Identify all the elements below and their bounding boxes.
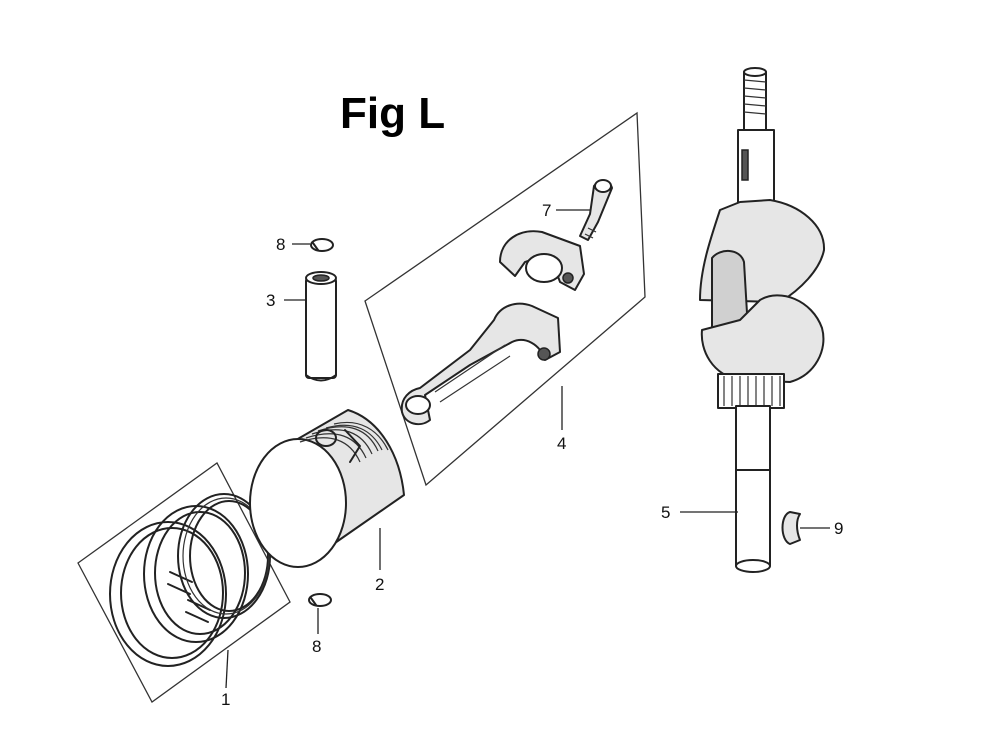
piston-crown bbox=[249, 438, 347, 568]
piston-pin-clip-lower bbox=[308, 593, 332, 607]
callout-8-upper: 8 bbox=[276, 235, 285, 254]
callout-5: 5 bbox=[661, 503, 670, 522]
piston-ring-oil bbox=[177, 493, 271, 619]
piston-pin bbox=[305, 271, 337, 382]
callout-labels: 1 2 3 4 5 7 8 8 9 bbox=[221, 201, 843, 709]
crankshaft-timing-gear bbox=[717, 373, 785, 409]
connecting-rod-assembly bbox=[364, 111, 646, 487]
callout-7: 7 bbox=[542, 201, 551, 220]
crankshaft bbox=[699, 67, 826, 573]
woodruff-key bbox=[781, 511, 801, 545]
callout-2: 2 bbox=[375, 575, 384, 594]
crankshaft-output-shaft bbox=[735, 405, 771, 567]
callout-3: 3 bbox=[266, 291, 275, 310]
piston-pin-clip-upper bbox=[310, 238, 334, 252]
piston-ring-set bbox=[77, 462, 291, 703]
piston-pin-boss bbox=[315, 429, 337, 447]
connecting-rod-bolt bbox=[579, 179, 613, 241]
connecting-rod-body bbox=[400, 302, 561, 426]
piston bbox=[249, 409, 405, 568]
figure-title: Fig L bbox=[340, 89, 445, 138]
leader-lines bbox=[225, 209, 830, 689]
rod-group-box bbox=[364, 111, 646, 487]
callout-1: 1 bbox=[221, 690, 230, 709]
callout-4: 4 bbox=[557, 434, 566, 453]
connecting-rod-cap bbox=[499, 230, 585, 291]
crankshaft-counterweight-lower bbox=[700, 294, 825, 383]
ring-set-group-box bbox=[77, 462, 291, 703]
callout-8-lower: 8 bbox=[312, 637, 321, 656]
piston-ring-outer bbox=[109, 521, 227, 667]
callout-9: 9 bbox=[834, 519, 843, 538]
